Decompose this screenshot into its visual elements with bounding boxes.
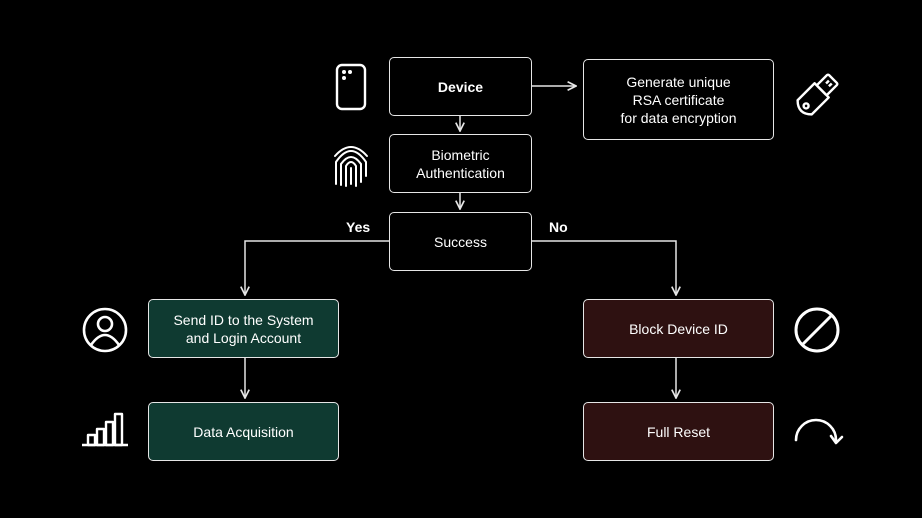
fingerprint-icon [334,146,368,187]
data-acquisition-node: Data Acquisition [148,402,339,461]
biometric-node: Biometric Authentication [389,134,532,193]
yes-label: Yes [346,219,371,235]
arrow-success-no [532,240,676,295]
arrow-success-yes [245,240,389,295]
rsa-certificate-node: Generate unique RSA certificate for data… [583,59,774,140]
send-id-node: Send ID to the System and Login Account [148,299,339,358]
full-reset-node: Full Reset [583,402,774,461]
no-label: No [549,219,568,235]
success-node: Success [389,212,532,271]
usb-key-icon [796,73,839,116]
smartphone-icon [335,63,367,111]
bar-chart-icon [82,412,128,447]
user-icon [82,307,128,353]
device-node: Device [389,57,532,116]
block-device-node: Block Device ID [583,299,774,358]
no-entry-icon [794,307,840,353]
reset-arrow-icon [794,418,844,445]
